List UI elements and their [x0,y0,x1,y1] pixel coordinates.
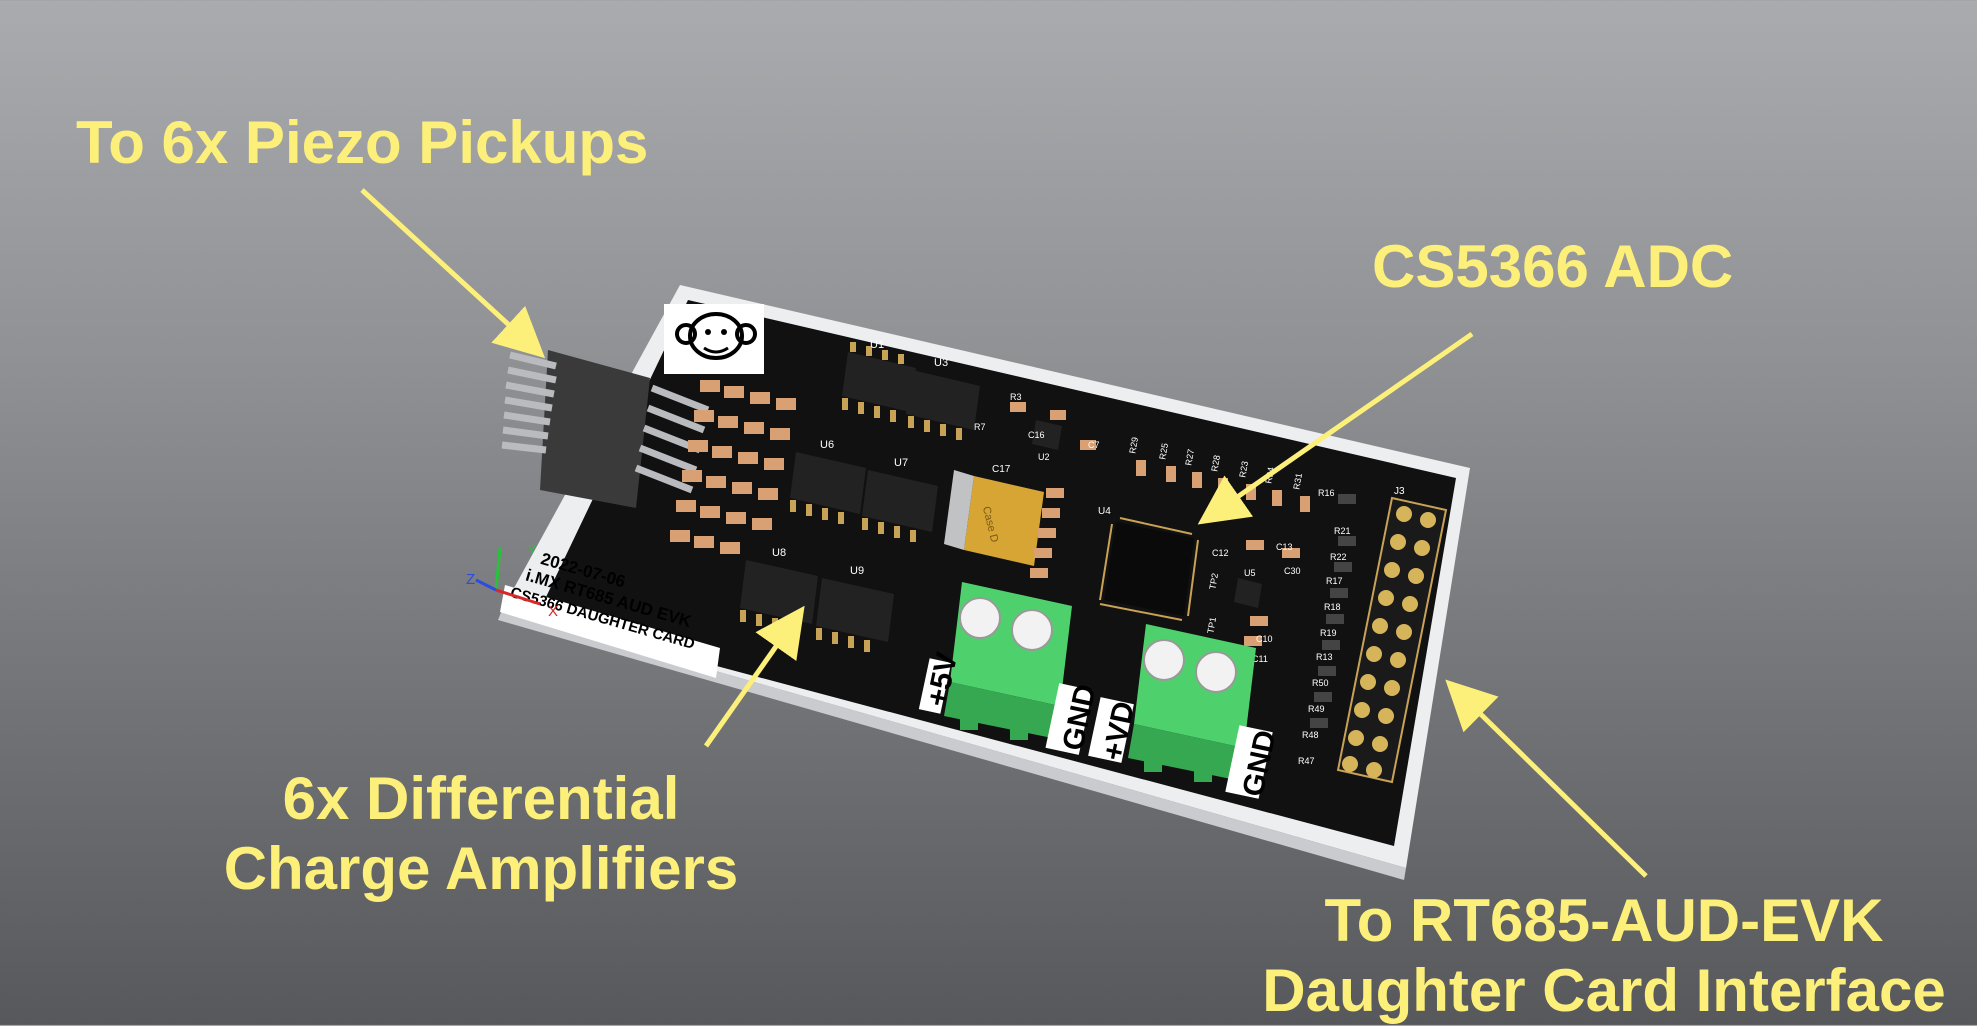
arrow-piezo [360,188,546,359]
svg-text:R27: R27 [1183,448,1196,466]
ic-u2: U2 [1032,420,1062,462]
monkey-logo-icon [664,304,764,374]
svg-text:R7: R7 [974,422,986,432]
callout-evk-line-2: Daughter Card Interface [1262,957,1946,1025]
power-terminal-left [944,582,1072,740]
ref-u7: U7 [894,457,908,469]
arrow-evk [1445,679,1648,878]
callout-piezo-pickups: To 6x Piezo Pickups [76,109,649,176]
ref-u8: U8 [772,547,786,559]
j3-header: J3 [1336,486,1448,784]
svg-text:R22: R22 [1330,552,1347,562]
arrow-amps [703,605,805,748]
svg-text:R47: R47 [1298,756,1315,766]
svg-text:R17: R17 [1326,576,1343,586]
callout-amps-line-2: Charge Amplifiers [223,835,739,903]
svg-text:R48: R48 [1302,730,1319,740]
ref-c17: C17 [992,464,1011,475]
svg-text:C30: C30 [1284,566,1301,576]
passive-components-left [670,380,796,554]
ic-u9 [816,578,894,642]
svg-text:Z: Z [466,571,475,588]
arrow-adc [1197,331,1474,525]
axis-triad-icon: Z Y X [466,543,558,620]
svg-text:C12: C12 [1212,548,1229,558]
svg-text:R49: R49 [1308,704,1325,714]
ref-u1: U1 [870,339,884,351]
resistor-row-top: R29 R25 R27 R28 R23 R24 R31 R16 R21 R22 … [974,392,1356,766]
svg-text:R50: R50 [1312,678,1329,688]
ic-u5: U5 [1234,568,1262,608]
svg-text:R29: R29 [1127,436,1140,454]
svg-text:C11: C11 [1252,654,1268,664]
callout-evk-interface: To RT685-AUD-EVK Daughter Card Interface [1234,886,1974,1026]
svg-text:R21: R21 [1334,526,1351,536]
opamp-ics: U1 U3 U6 U7 U8 U9 [740,339,980,652]
ref-u3: U3 [934,357,948,369]
svg-text:R31: R31 [1291,472,1304,490]
svg-text:R28: R28 [1209,454,1222,472]
callout-charge-amplifiers: 6x Differential Charge Amplifiers [206,764,756,904]
svg-text:U5: U5 [1244,568,1256,578]
svg-text:R23: R23 [1237,460,1250,478]
svg-text:C13: C13 [1276,542,1293,552]
power-terminal-right [1128,624,1256,782]
adc-chip-u4: U4 [1098,506,1199,621]
ref-j3: J3 [1394,486,1405,497]
svg-text:TP1: TP1 [1205,616,1218,634]
callout-amps-line-1: 6x Differential [282,765,680,832]
svg-text:C10: C10 [1256,634,1273,644]
svg-text:U4: U4 [1098,506,1111,517]
piezo-pin-header [501,350,710,508]
svg-text:R19: R19 [1320,628,1337,638]
svg-text:R25: R25 [1157,442,1170,460]
callout-arrows [360,188,1648,878]
passive-components-mid [1010,402,1096,578]
tantalum-capacitor: Case D C17 [944,464,1044,566]
svg-text:R16: R16 [1318,488,1335,498]
svg-text:R18: R18 [1324,602,1341,612]
svg-text:R13: R13 [1316,652,1333,662]
svg-text:C7: C7 [1088,440,1100,450]
ic-u3 [906,370,980,430]
svg-text:C16: C16 [1028,430,1045,440]
svg-text:R3: R3 [1010,392,1022,402]
ic-u7 [862,470,938,532]
svg-text:TP2: TP2 [1207,572,1220,590]
ref-u9: U9 [850,565,864,577]
ref-u6: U6 [820,439,834,451]
ic-u6 [790,452,866,514]
callout-adc: CS5366 ADC [1372,233,1734,300]
svg-text:Y: Y [528,543,536,557]
ic-u1 [842,352,916,412]
callout-evk-line-1: To RT685-AUD-EVK [1324,887,1884,954]
svg-text:U2: U2 [1038,452,1050,462]
svg-text:X: X [548,603,558,620]
